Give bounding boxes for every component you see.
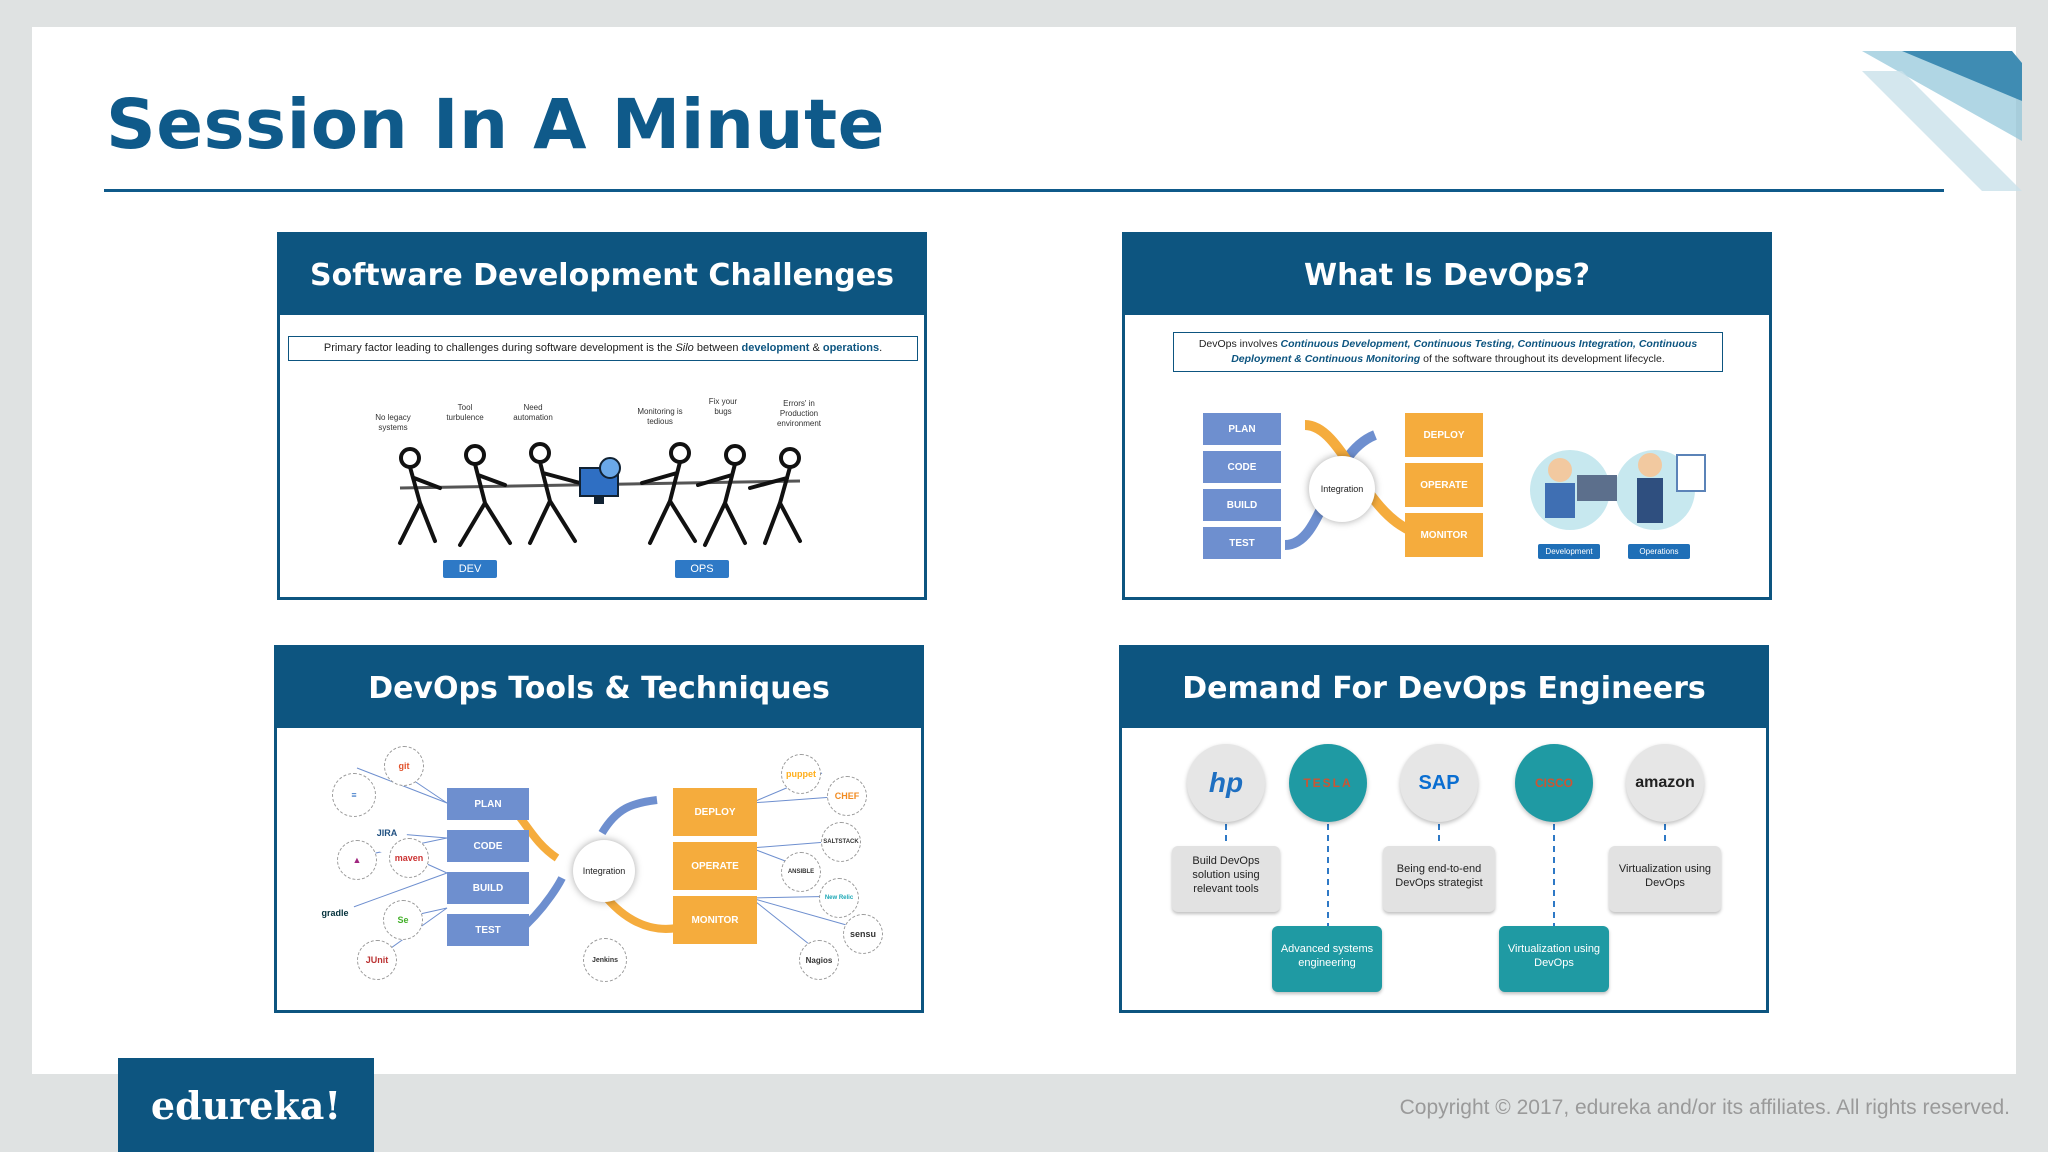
nagios-icon: Nagios	[799, 940, 839, 980]
card-devops-heading: What Is DevOps?	[1125, 235, 1769, 315]
card-challenges-heading: Software Development Challenges	[280, 235, 924, 315]
card-demand-heading: Demand For DevOps Engineers	[1122, 648, 1766, 728]
card-tools-body: PLAN CODE BUILD TEST Integration DEPLOY …	[277, 728, 921, 1010]
label-fix-bugs: Fix your bugs	[708, 397, 738, 416]
tag-dev: DEV	[443, 560, 497, 578]
saltstack-icon: SALTSTACK	[821, 822, 861, 862]
build-icon: ▲	[337, 840, 377, 880]
devops-right-stages: DEPLOY OPERATE MONITOR	[1405, 413, 1483, 563]
new-relic-icon: New Relic	[819, 878, 859, 918]
stage-monitor: MONITOR	[1405, 513, 1483, 557]
stage-operate: OPERATE	[1405, 463, 1483, 507]
corner-decoration	[1862, 51, 2022, 191]
jenkins-icon: Jenkins	[583, 938, 627, 982]
amazon-logo-icon: amazon	[1626, 744, 1704, 822]
stage-deploy: DEPLOY	[673, 788, 757, 836]
stage-operate: OPERATE	[673, 842, 757, 890]
demand-box-tesla: Advanced systems engineering	[1272, 926, 1382, 992]
challenges-note: Primary factor leading to challenges dur…	[288, 336, 918, 361]
note-development: development	[741, 342, 810, 354]
stage-plan: PLAN	[447, 788, 529, 820]
tag-ops: OPS	[675, 560, 729, 578]
note-operations: operations	[822, 342, 880, 354]
card-tools-techniques[interactable]: DevOps Tools & Techniques PLAN CODE BUIL…	[274, 645, 924, 1013]
hp-logo-icon: hp	[1187, 744, 1265, 822]
stage-build: BUILD	[447, 872, 529, 904]
stage-test: TEST	[1203, 527, 1281, 559]
stage-monitor: MONITOR	[673, 896, 757, 944]
note-between: between	[696, 342, 739, 354]
card-devops-body: DevOps involves Continuous Development, …	[1125, 315, 1769, 597]
note-lead: DevOps involves	[1198, 338, 1278, 350]
card-challenges-body: Primary factor leading to challenges dur…	[280, 315, 924, 597]
tesla-logo-icon: TESLA	[1289, 744, 1367, 822]
card-tools-heading: DevOps Tools & Techniques	[277, 648, 921, 728]
stage-plan: PLAN	[1203, 413, 1281, 445]
copyright-text: Copyright © 2017, edureka and/or its aff…	[1399, 1096, 2010, 1119]
tug-of-war-illustration	[398, 442, 802, 547]
label-monitoring: Monitoring is tedious	[637, 407, 683, 426]
sensu-icon: sensu	[843, 914, 883, 954]
demand-connectors	[1225, 824, 1666, 926]
gradle-icon: gradle	[315, 893, 355, 933]
note-silo: Silo	[675, 342, 694, 354]
ansible-icon: ANSIBLE	[781, 852, 821, 892]
note-tail: of the software throughout its developme…	[1423, 353, 1665, 365]
stage-build: BUILD	[1203, 489, 1281, 521]
tools-left-stages: PLAN CODE BUILD TEST	[447, 788, 529, 952]
card-demand-body: hp TESLA SAP CISCO amazon Build DevOps s…	[1122, 728, 1766, 1010]
edureka-logo: edureka!	[118, 1058, 374, 1152]
label-need-automation: Need automation	[513, 403, 553, 422]
note-amp: &	[812, 342, 820, 354]
devops-left-stages: PLAN CODE BUILD TEST	[1203, 413, 1281, 565]
stage-code: CODE	[447, 830, 529, 862]
title-divider	[104, 189, 1944, 192]
stage-code: CODE	[1203, 451, 1281, 483]
note-items: Continuous Development, Continuous Testi…	[1231, 338, 1698, 365]
sap-logo-icon: SAP	[1400, 744, 1478, 822]
tag-development: Development	[1538, 544, 1600, 559]
dev-ops-people-illustration	[1530, 450, 1706, 530]
stage-test: TEST	[447, 914, 529, 946]
card-challenges[interactable]: Software Development Challenges Primary …	[277, 232, 927, 600]
stage-deploy: DEPLOY	[1405, 413, 1483, 457]
demand-box-cisco: Virtualization using DevOps	[1499, 926, 1609, 992]
note-prefix: Primary factor leading to challenges dur…	[323, 342, 673, 354]
chef-icon: CHEF	[827, 776, 867, 816]
tag-operations: Operations	[1628, 544, 1690, 559]
demand-box-sap: Being end-to-end DevOps strategist	[1383, 846, 1495, 912]
tools-right-stages: DEPLOY OPERATE MONITOR	[673, 788, 757, 950]
label-no-legacy: No legacy systems	[375, 413, 411, 432]
card-what-is-devops[interactable]: What Is DevOps? DevOps involves Continuo…	[1122, 232, 1772, 600]
maven-icon: maven	[389, 838, 429, 878]
cisco-logo-icon: CISCO	[1515, 744, 1593, 822]
label-errors: Errors' in Production environment	[776, 399, 822, 428]
junit-icon: JUnit	[357, 940, 397, 980]
trello-icon: ≡	[332, 773, 376, 817]
puppet-icon: puppet	[781, 754, 821, 794]
demand-box-hp: Build DevOps solution using relevant too…	[1172, 846, 1280, 912]
label-tool-turbulence: Tool turbulence	[446, 403, 484, 422]
card-demand[interactable]: Demand For DevOps Engineers hp TESLA SAP…	[1119, 645, 1769, 1013]
devops-note: DevOps involves Continuous Development, …	[1173, 332, 1723, 372]
integration-node: Integration	[1309, 456, 1375, 522]
integration-node: Integration	[573, 840, 635, 902]
page-title: Session In A Minute	[106, 85, 885, 165]
selenium-icon: Se	[383, 900, 423, 940]
demand-box-amazon: Virtualization using DevOps	[1609, 846, 1721, 912]
git-icon: git	[384, 746, 424, 786]
